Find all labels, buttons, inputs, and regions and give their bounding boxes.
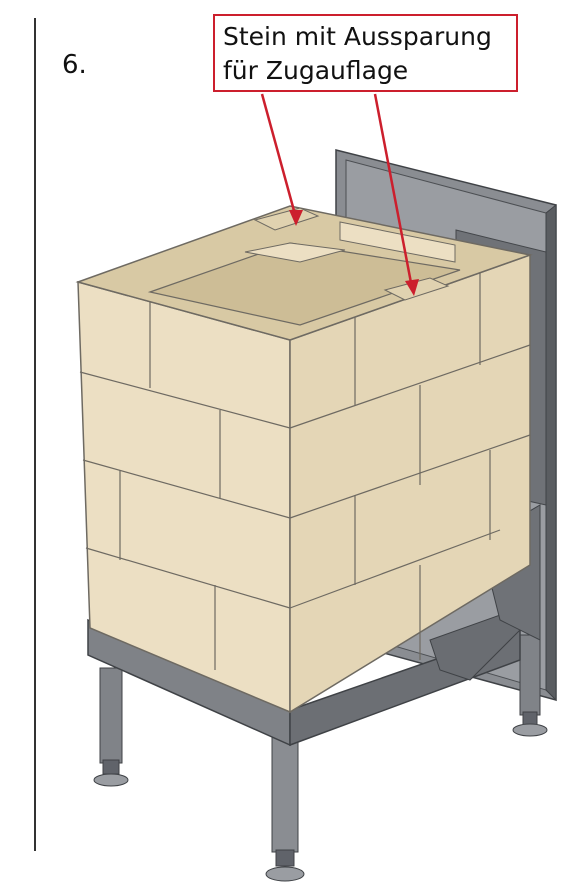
callout-line-1: Stein mit Aussparung <box>223 22 492 51</box>
callout-line-2: für Zugauflage <box>223 56 409 85</box>
callout-arrows <box>260 93 419 296</box>
left-brick-wall <box>77 281 291 714</box>
front-brick-wall <box>289 253 531 714</box>
step-number: 6. <box>62 50 87 80</box>
callout-label: Stein mit Aussparung für Zugauflage <box>213 14 518 92</box>
margin-rule <box>34 18 36 851</box>
top-rim <box>75 205 533 341</box>
